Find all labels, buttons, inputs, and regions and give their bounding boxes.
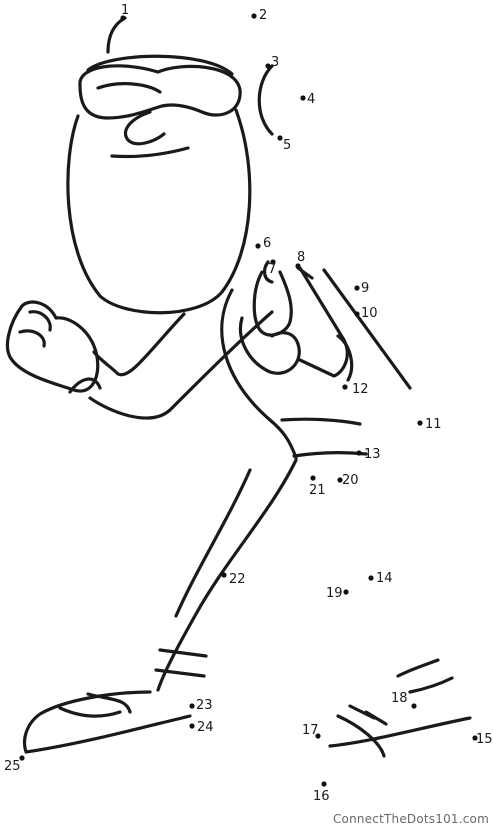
dot-marker <box>255 243 261 249</box>
sock-left-2 <box>154 668 206 678</box>
thumb-right <box>262 260 274 284</box>
belt-bottom <box>292 451 368 458</box>
dot-marker <box>251 13 257 19</box>
arm-upper-left <box>92 312 186 377</box>
dot-label: 14 <box>376 571 393 586</box>
dot-label: 25 <box>4 759 21 774</box>
shoe-left <box>22 690 192 754</box>
dot-label: 15 <box>476 732 493 747</box>
goggles-outline <box>78 64 242 120</box>
fist-knuckle-2 <box>28 310 52 332</box>
arm-lower-left <box>88 310 274 420</box>
dot-marker <box>270 259 276 265</box>
dot-label: 20 <box>342 473 359 488</box>
arm-right <box>298 266 349 378</box>
leg-left-inner <box>174 468 252 618</box>
dot-marker <box>221 572 227 578</box>
dot-marker <box>189 723 195 729</box>
goggle-strap <box>86 54 234 76</box>
dot-label: 6 <box>263 236 271 251</box>
sock-left-1 <box>158 648 208 658</box>
dot-marker <box>300 95 306 101</box>
dot-label: 5 <box>283 138 291 153</box>
dot-label: 8 <box>297 250 305 265</box>
site-watermark: ConnectTheDots101.com <box>332 812 489 826</box>
dot-marker <box>189 703 195 709</box>
cuff-left <box>68 377 102 394</box>
torso-left <box>220 288 298 460</box>
dot-marker <box>368 575 374 581</box>
dot-marker <box>277 135 283 141</box>
dot-marker <box>417 420 423 426</box>
stick <box>322 268 412 390</box>
dot-marker <box>265 63 271 69</box>
dot-marker <box>342 384 348 390</box>
dot-label: 4 <box>307 92 315 107</box>
dot-marker <box>337 477 343 483</box>
goggle-bridge <box>96 82 162 94</box>
dot-marker <box>19 755 25 761</box>
dot-marker <box>472 735 478 741</box>
shoe-left-strap-2 <box>86 692 132 714</box>
dot-label: 13 <box>364 447 381 462</box>
dot-label: 10 <box>361 306 378 321</box>
dot-label: 18 <box>391 691 408 706</box>
dot-label: 12 <box>352 382 369 397</box>
cuff-right <box>336 334 354 382</box>
head-outline <box>66 108 252 315</box>
dot-marker <box>354 311 360 317</box>
leg-left-outer <box>156 458 298 692</box>
shoe-right-body <box>328 714 472 758</box>
dot-marker <box>356 450 362 456</box>
dot-marker <box>321 781 327 787</box>
dot-label: 24 <box>197 720 214 735</box>
dot-label: 1 <box>121 3 129 18</box>
dot-label: 11 <box>425 417 442 432</box>
dot-marker <box>120 15 126 21</box>
shoe-right-stripe <box>408 676 454 694</box>
dot-label: 2 <box>259 8 267 23</box>
fist-knuckle-1 <box>18 329 46 348</box>
nose <box>123 110 166 146</box>
dot-label: 3 <box>271 55 279 70</box>
dot-label: 7 <box>268 262 276 277</box>
buckle <box>238 316 301 375</box>
dot-label: 23 <box>196 698 213 713</box>
shoe-right-strap-2 <box>348 704 376 720</box>
stick-end <box>296 266 314 280</box>
fist <box>6 300 100 393</box>
antenna-line <box>106 16 127 54</box>
shoe-left-strap-1 <box>58 706 122 718</box>
dot-label: 19 <box>326 586 343 601</box>
mouth <box>110 146 190 159</box>
dot-marker <box>310 475 316 481</box>
dot-label: 16 <box>313 789 330 804</box>
dot-marker <box>295 263 301 269</box>
dot-marker <box>315 733 321 739</box>
dot-marker <box>343 589 349 595</box>
ear-arc <box>257 64 274 136</box>
dot-label: 21 <box>309 483 326 498</box>
dot-group: 1 2 3 4 5 6 7 8 9 10 11 12 13 <box>4 3 493 804</box>
dot-marker <box>411 703 417 709</box>
dot-label: 22 <box>229 572 246 587</box>
dot-marker <box>354 285 360 291</box>
dot-label: 9 <box>361 281 369 296</box>
belt-top <box>280 417 362 426</box>
shoe-right-top <box>396 658 440 678</box>
dot-label: 17 <box>302 723 319 738</box>
